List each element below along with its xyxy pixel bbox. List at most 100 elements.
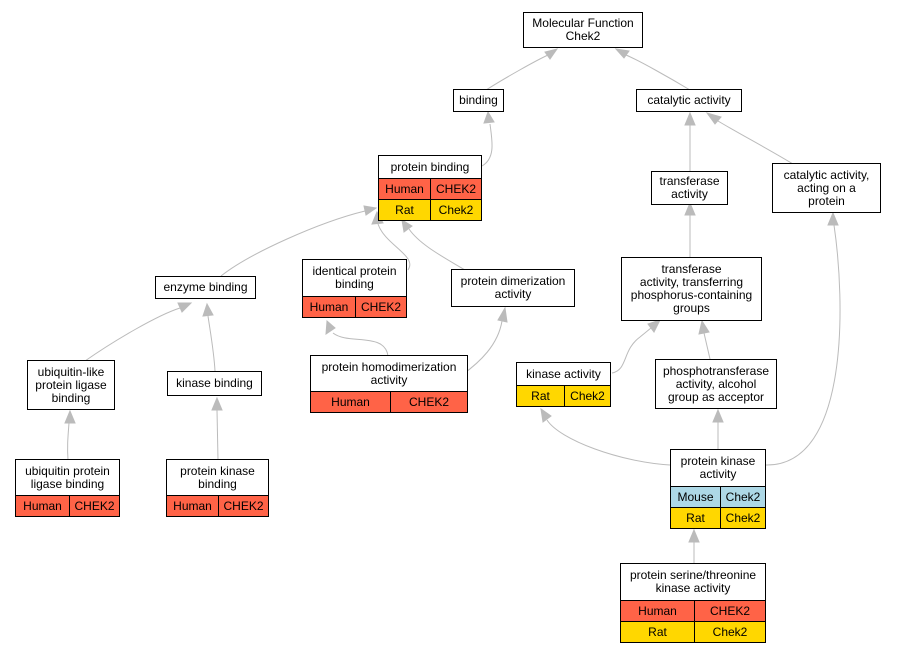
arrowhead-kinase-binding-to-enzyme — [202, 302, 214, 317]
arrowhead-ser-thr-to-protein-kinase — [688, 528, 700, 543]
gene-cell: CHEK2 — [69, 496, 119, 516]
gene-cell: CHEK2 — [355, 297, 406, 317]
edge-homodimerization-to-dimerization — [461, 320, 503, 376]
edge-catalytic-protein-to-catalytic — [717, 120, 794, 165]
species-row-human: Human CHEK2 — [379, 178, 481, 199]
gene-cell: Chek2 — [720, 508, 765, 528]
species-row-rat: Rat Chek2 — [379, 199, 481, 220]
node-protein-homodimerization-activity[interactable]: protein homodimerization activity Human … — [310, 355, 468, 413]
node-label: phosphotransferase activity, alcohol gro… — [662, 363, 770, 404]
species-row-mouse: Mouse Chek2 — [671, 486, 765, 507]
node-catalytic-activity[interactable]: catalytic activity — [636, 89, 742, 112]
arrowhead-kinase-activity-to-transferase-phos — [647, 319, 661, 333]
species-cell: Rat — [671, 508, 720, 528]
edge-homodimerization-to-identical — [332, 332, 389, 357]
node-label: protein kinase activity — [680, 454, 756, 481]
species-row-human: Human CHEK2 — [303, 296, 406, 317]
node-ubiquitin-protein-ligase-binding[interactable]: ubiquitin protein ligase binding Human C… — [15, 459, 120, 517]
node-label: protein dimerization activity — [460, 274, 566, 301]
arrowhead-protein-binding-to-binding — [483, 110, 495, 124]
arrowhead-ubiquitin-like-to-enzyme — [177, 302, 193, 313]
node-label: identical protein binding — [312, 264, 397, 291]
edge-ubiquitin-like-to-enzyme — [84, 307, 181, 362]
species-cell: Rat — [517, 386, 564, 406]
species-cell: Human — [311, 392, 390, 412]
node-kinase-activity[interactable]: kinase activity Rat Chek2 — [516, 362, 611, 407]
node-protein-serine-threonine-kinase-activity[interactable]: protein serine/threonine kinase activity… — [620, 563, 766, 643]
species-cell: Human — [16, 496, 69, 516]
edge-ubiquitin-ligase-to-ubiquitin-like — [67, 422, 70, 461]
node-label: kinase binding — [176, 376, 253, 390]
arrowhead-transferase-phos-to-transferase — [684, 201, 696, 216]
arrowhead-enzyme-to-protein-binding — [363, 205, 378, 216]
species-cell: Human — [167, 496, 218, 516]
gene-cell: Chek2 — [430, 200, 481, 220]
arrowhead-homodimerization-to-dimerization — [497, 306, 508, 323]
edge-binding-to-root — [485, 54, 549, 91]
arrowhead-phosphotransferase-to-transferase-phos — [698, 319, 710, 335]
edge-identical-to-protein-binding — [377, 223, 411, 271]
species-cell: Rat — [621, 622, 694, 642]
species-row-rat: Rat Chek2 — [671, 507, 765, 528]
node-phosphotransferase-alcohol-acceptor[interactable]: phosphotransferase activity, alcohol gro… — [655, 359, 777, 409]
species-row-human: Human CHEK2 — [621, 600, 765, 621]
species-cell: Human — [621, 601, 694, 621]
edge-kinase-binding-to-enzyme — [207, 315, 216, 372]
gene-cell: CHEK2 — [218, 496, 268, 516]
node-label: protein binding — [390, 159, 470, 174]
node-transferase-activity[interactable]: transferase activity — [651, 171, 728, 205]
edge-protein-kinase-to-catalytic-protein — [765, 224, 841, 466]
arrowhead-protein-kinase-to-phosphotransferase — [712, 408, 724, 423]
arrowhead-ubiquitin-ligase-to-ubiquitin-like — [64, 409, 76, 424]
edge-kinase-activity-to-transferase-phos — [611, 327, 652, 374]
species-row-human: Human CHEK2 — [167, 495, 268, 516]
arrowhead-protein-kinase-to-catalytic-protein — [827, 211, 839, 226]
node-molecular-function-root[interactable]: Molecular Function Chek2 — [523, 12, 643, 48]
edge-dimerization-to-protein-binding — [408, 228, 466, 271]
node-label: transferase activity, transferring phosp… — [630, 262, 753, 315]
node-label: transferase activity — [659, 174, 720, 201]
species-cell: Human — [379, 179, 430, 199]
species-row-human: Human CHEK2 — [311, 391, 467, 412]
gene-cell: CHEK2 — [694, 601, 765, 621]
node-label: binding — [459, 93, 498, 107]
node-protein-kinase-activity[interactable]: protein kinase activity Mouse Chek2 Rat … — [670, 449, 766, 529]
gene-cell: Chek2 — [720, 487, 765, 507]
node-label: protein serine/threonine kinase activity — [629, 568, 757, 595]
arrowhead-homodimerization-to-identical — [325, 319, 336, 335]
gene-cell: Chek2 — [564, 386, 610, 406]
species-cell: Human — [303, 297, 355, 317]
species-cell: Mouse — [671, 487, 720, 507]
arrowhead-protein-kinase-binding-to-kinase-binding — [211, 396, 223, 411]
edge-protein-kinase-binding-to-kinase-binding — [216, 409, 219, 461]
node-label: protein kinase binding — [180, 463, 255, 491]
node-protein-binding[interactable]: protein binding Human CHEK2 Rat Chek2 — [378, 155, 482, 221]
node-identical-protein-binding[interactable]: identical protein binding Human CHEK2 — [302, 259, 407, 318]
node-kinase-binding[interactable]: kinase binding — [167, 371, 262, 396]
node-label: protein homodimerization activity — [321, 359, 457, 387]
species-row-human: Human CHEK2 — [16, 495, 119, 516]
node-label: Molecular Function Chek2 — [532, 16, 634, 43]
node-protein-kinase-binding[interactable]: protein kinase binding Human CHEK2 — [166, 459, 269, 517]
arrowhead-catalytic-to-root — [614, 48, 630, 59]
node-label: catalytic activity — [647, 93, 731, 107]
edge-enzyme-to-protein-binding — [220, 210, 366, 277]
node-ubiquitin-like-protein-ligase-binding[interactable]: ubiquitin-like protein ligase binding — [27, 360, 115, 410]
species-cell: Rat — [379, 200, 430, 220]
node-label: ubiquitin protein ligase binding — [25, 463, 110, 491]
edge-protein-binding-to-binding — [481, 123, 493, 167]
edge-catalytic-to-root — [625, 54, 691, 91]
edge-protein-kinase-to-kinase-activity — [546, 419, 671, 466]
gene-cell: CHEK2 — [430, 179, 481, 199]
gene-cell: Chek2 — [694, 622, 765, 642]
node-catalytic-activity-acting-on-protein[interactable]: catalytic activity, acting on a protein — [772, 163, 881, 213]
node-protein-dimerization-activity[interactable]: protein dimerization activity — [451, 269, 575, 307]
species-row-rat: Rat Chek2 — [517, 385, 610, 406]
node-enzyme-binding[interactable]: enzyme binding — [155, 276, 256, 299]
arrowhead-catalytic-protein-to-catalytic — [705, 112, 722, 125]
arrowhead-transferase-to-catalytic — [684, 111, 696, 126]
arrowhead-binding-to-root — [544, 48, 559, 60]
node-binding[interactable]: binding — [453, 89, 504, 112]
node-transferase-phosphorus-groups[interactable]: transferase activity, transferring phosp… — [621, 257, 762, 321]
